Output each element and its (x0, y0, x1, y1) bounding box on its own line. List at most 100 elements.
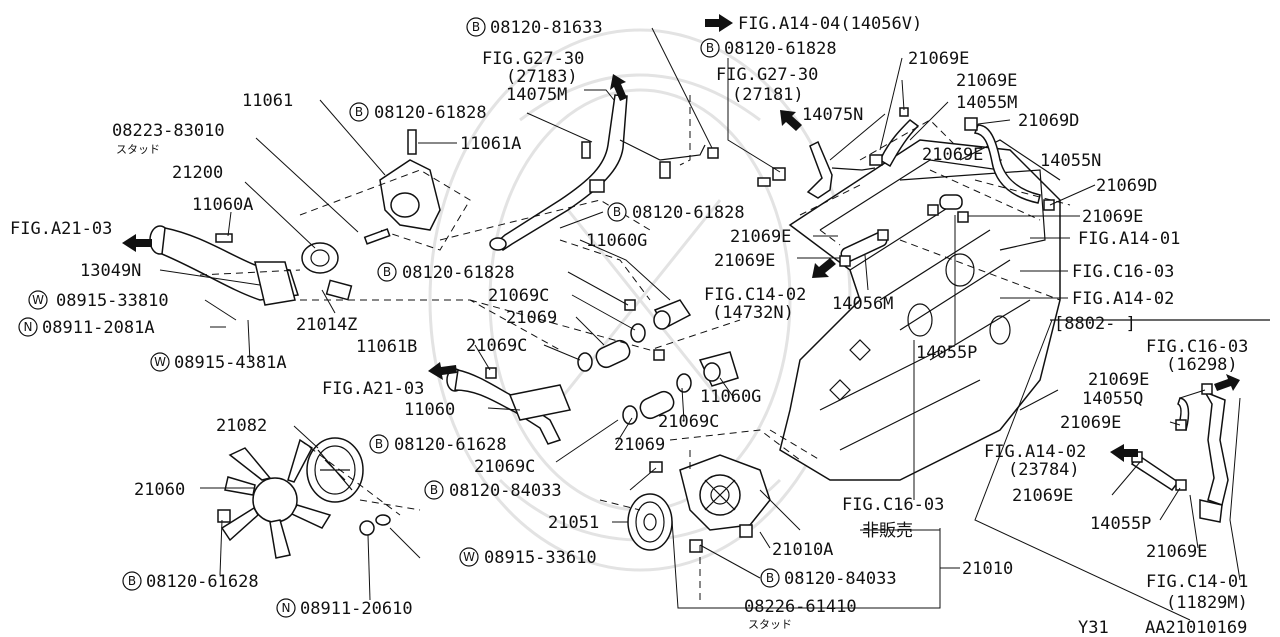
badges: B B B B B W N W B B B B W N (18, 17, 780, 618)
part-label: 13049N (80, 261, 141, 281)
part-label: 21069 (614, 435, 665, 455)
part-label: [8802- ] (1054, 314, 1136, 334)
badge-washer: W (459, 547, 479, 567)
svg-text:B: B (766, 571, 774, 585)
badge-bolt: B (466, 17, 486, 37)
arrow-left-icon (122, 234, 152, 252)
part-label: 14055P (1090, 514, 1151, 534)
hose-14055M (869, 107, 920, 168)
arrow-left-icon (428, 362, 457, 380)
part-label: 08911-20610 (300, 599, 413, 619)
figure-reference: FIG.C16-03 (1146, 337, 1248, 357)
part-label: 21069E (1012, 486, 1073, 506)
part-label: 08120-61828 (402, 263, 515, 283)
svg-text:B: B (383, 265, 391, 279)
part-label: 08120-84033 (449, 481, 562, 501)
svg-text:B: B (430, 483, 438, 497)
part-label: 21069E (1060, 413, 1121, 433)
arrow-right-icon (705, 14, 733, 32)
svg-text:N: N (282, 601, 291, 615)
figure-reference: (14732N) (712, 303, 794, 323)
part-label: 08120-61628 (146, 572, 259, 592)
figure-reference: (11829M) (1166, 593, 1248, 613)
svg-text:W: W (463, 550, 475, 564)
heater-pipe-14075M (489, 94, 719, 251)
part-label: 14075M (506, 85, 567, 105)
figure-reference: (27183) (506, 67, 578, 87)
part-label: 21200 (172, 163, 223, 183)
part-label: 11061A (460, 134, 521, 154)
part-label: 21010A (772, 540, 833, 560)
part-label: 08915-33810 (56, 291, 169, 311)
figure-reference: FIG.A21-03 (322, 379, 424, 399)
part-label: 21069E (956, 71, 1017, 91)
badge-bolt: B (369, 434, 389, 454)
part-label: 21014Z (296, 315, 357, 335)
water-pipe-11060 (446, 299, 741, 445)
assembly-dashed-lines (199, 95, 1071, 600)
leader-lines (159, 27, 1241, 621)
figure-reference: (16298) (1166, 355, 1238, 375)
part-label: 21069E (1082, 207, 1143, 227)
heater-pipe-14075N (757, 140, 876, 199)
part-label: 21069E (908, 49, 969, 69)
part-label: 21051 (548, 513, 599, 533)
water-pump (649, 429, 801, 553)
part-label: 14055Q (1082, 389, 1143, 409)
figure-reference: FIG.A14-01 (1078, 229, 1180, 249)
part-label: 08120-81633 (490, 18, 603, 38)
badge-nut: N (276, 598, 296, 618)
badge-washer: W (28, 290, 48, 310)
part-label: 11061 (242, 91, 293, 111)
part-label: 11060G (700, 387, 761, 407)
figure-reference: FIG.G27-30 (482, 49, 584, 69)
part-label: 08120-61828 (632, 203, 745, 223)
arrow-left-icon (1110, 444, 1138, 462)
hose-14055N (964, 117, 1055, 211)
part-label: 21069E (714, 251, 775, 271)
part-label: 21082 (216, 416, 267, 436)
figure-reference: FIG.A14-02 (1072, 289, 1174, 309)
part-label: 14055P (916, 343, 977, 363)
direction-arrows (122, 14, 1240, 462)
svg-text:W: W (154, 355, 166, 369)
inset-heater-hoses (1050, 319, 1270, 523)
arrow-downleft-icon (812, 258, 836, 278)
part-label: 21069D (1018, 111, 1079, 131)
figure-reference: FIG.A14-02 (984, 442, 1086, 462)
part-label: 08120-61628 (394, 435, 507, 455)
figure-reference: FIG.A21-03 (10, 219, 112, 239)
part-label: 11060G (586, 231, 647, 251)
part-label: 21069 (506, 308, 557, 328)
model-code: Y31 (1078, 618, 1109, 637)
thermostat (301, 228, 391, 274)
part-label: 21069C (474, 457, 535, 477)
part-label: 21069C (658, 412, 719, 432)
figure-reference: FIG.C14-02 (704, 285, 806, 305)
cooling-fan-21060 (217, 438, 421, 559)
pipe-14056M (839, 229, 889, 267)
svg-text:B: B (375, 437, 383, 451)
arrow-upleft-icon (780, 110, 802, 131)
part-label: 08915-4381A (174, 353, 287, 373)
part-labels: 08120-81633 FIG.A14-04(14056V) 08120-618… (10, 14, 1248, 637)
part-label: 21069D (1096, 176, 1157, 196)
badge-washer: W (150, 352, 170, 372)
pump-pulley-21051 (627, 493, 673, 551)
part-label: 08120-61828 (374, 103, 487, 123)
part-label: 08915-33610 (484, 548, 597, 568)
upper-water-outlet (299, 129, 471, 251)
part-label: 08911-2081A (42, 318, 155, 338)
part-label: 08223-83010 (112, 121, 225, 141)
part-label: 21069E (1146, 542, 1207, 562)
part-label: 21060 (134, 480, 185, 500)
badge-bolt: B (607, 202, 627, 222)
figure-reference: FIG.C16-03 (842, 495, 944, 515)
part-label: 21069E (1088, 370, 1149, 390)
svg-text:W: W (32, 293, 44, 307)
arrow-up-icon (610, 74, 627, 101)
bypass-hoses (577, 299, 739, 425)
badge-bolt: B (700, 38, 720, 58)
part-note: スタッド (116, 143, 160, 156)
part-label: 21069C (488, 286, 549, 306)
